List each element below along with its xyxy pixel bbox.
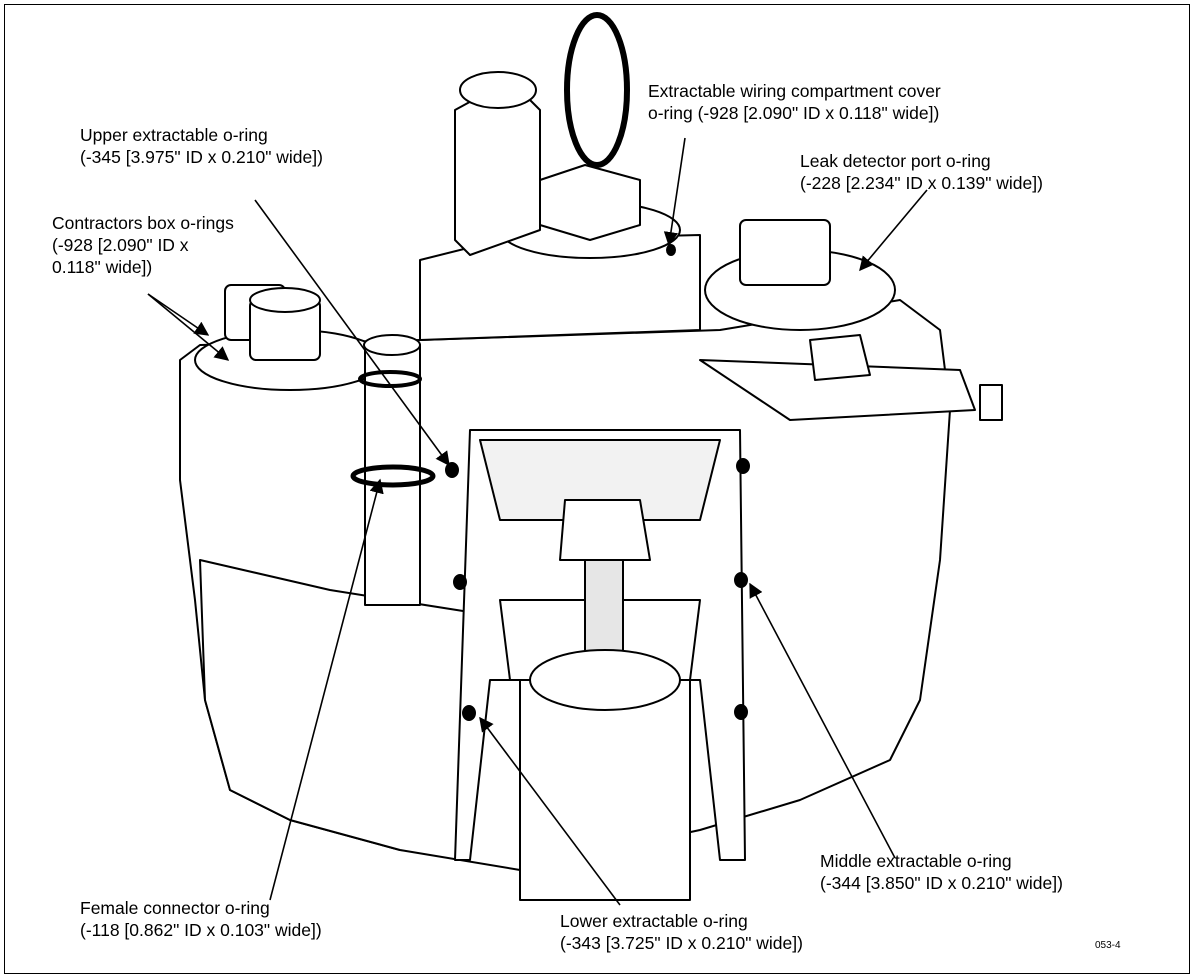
leader-contractors-b (147, 293, 230, 361)
o-ring-upper (445, 462, 459, 478)
label-upper-oring: Upper extractable o-ring (-345 [3.975" I… (80, 124, 323, 168)
lower-column (519, 679, 691, 901)
label-wiring-line1: Extractable wiring compartment cover (648, 81, 941, 101)
label-contractors-line2: (-928 [2.090" ID x (52, 235, 189, 255)
leader-wiring (663, 137, 686, 247)
o-ring-female-connector (350, 464, 436, 488)
label-leak-line1: Leak detector port o-ring (800, 151, 991, 171)
label-lower-oring: Lower extractable o-ring (-343 [3.725" I… (560, 910, 803, 954)
label-contractors-line3: 0.118" wide]) (52, 257, 153, 277)
right-bracket (699, 359, 976, 421)
label-middle-line1: Middle extractable o-ring (820, 851, 1012, 871)
leader-lower (479, 716, 621, 906)
label-female-line1: Female connector o-ring (80, 898, 270, 918)
label-leak-line2: (-228 [2.234" ID x 0.139" wide]) (800, 173, 1043, 193)
label-lower-line2: (-343 [3.725" ID x 0.210" wide]) (560, 933, 803, 953)
o-ring-wiring (666, 244, 676, 256)
leader-contractors-a (147, 293, 210, 336)
label-contractors-box-orings: Contractors box o-rings (-928 [2.090" ID… (52, 212, 234, 278)
o-ring-upper-right (736, 458, 750, 474)
label-wiring-line2: o-ring (-928 [2.090" ID x 0.118" wide]) (648, 103, 940, 123)
leader-middle (749, 582, 896, 859)
leak-port-cap (739, 219, 831, 286)
leader-female (269, 478, 384, 901)
label-lower-line1: Lower extractable o-ring (560, 911, 748, 931)
label-middle-line2: (-344 [3.850" ID x 0.210" wide]) (820, 873, 1063, 893)
label-middle-oring: Middle extractable o-ring (-344 [3.850" … (820, 850, 1063, 894)
o-ring-middle-left (453, 574, 467, 590)
o-ring-lower-right (734, 704, 748, 720)
label-contractors-line1: Contractors box o-rings (52, 213, 234, 233)
leader-upper (254, 199, 450, 467)
o-ring-lower (462, 705, 476, 721)
o-ring-middle (734, 572, 748, 588)
leader-leak (859, 189, 928, 272)
figure-border (4, 4, 1190, 974)
label-upper-line1: Upper extractable o-ring (80, 125, 268, 145)
inner-cavity-upper (479, 439, 721, 521)
lifting-eye (564, 12, 630, 168)
hex-nut-top (539, 164, 641, 241)
label-wiring-cover-oring: Extractable wiring compartment cover o-r… (648, 80, 941, 124)
label-female-line2: (-118 [0.862" ID x 0.103" wide]) (80, 920, 322, 940)
label-leak-detector-oring: Leak detector port o-ring (-228 [2.234" … (800, 150, 1043, 194)
figure-id: 053-4 (1095, 940, 1121, 951)
label-upper-line2: (-345 [3.975" ID x 0.210" wide]) (80, 147, 323, 167)
label-female-connector-oring: Female connector o-ring (-118 [0.862" ID… (80, 897, 322, 941)
